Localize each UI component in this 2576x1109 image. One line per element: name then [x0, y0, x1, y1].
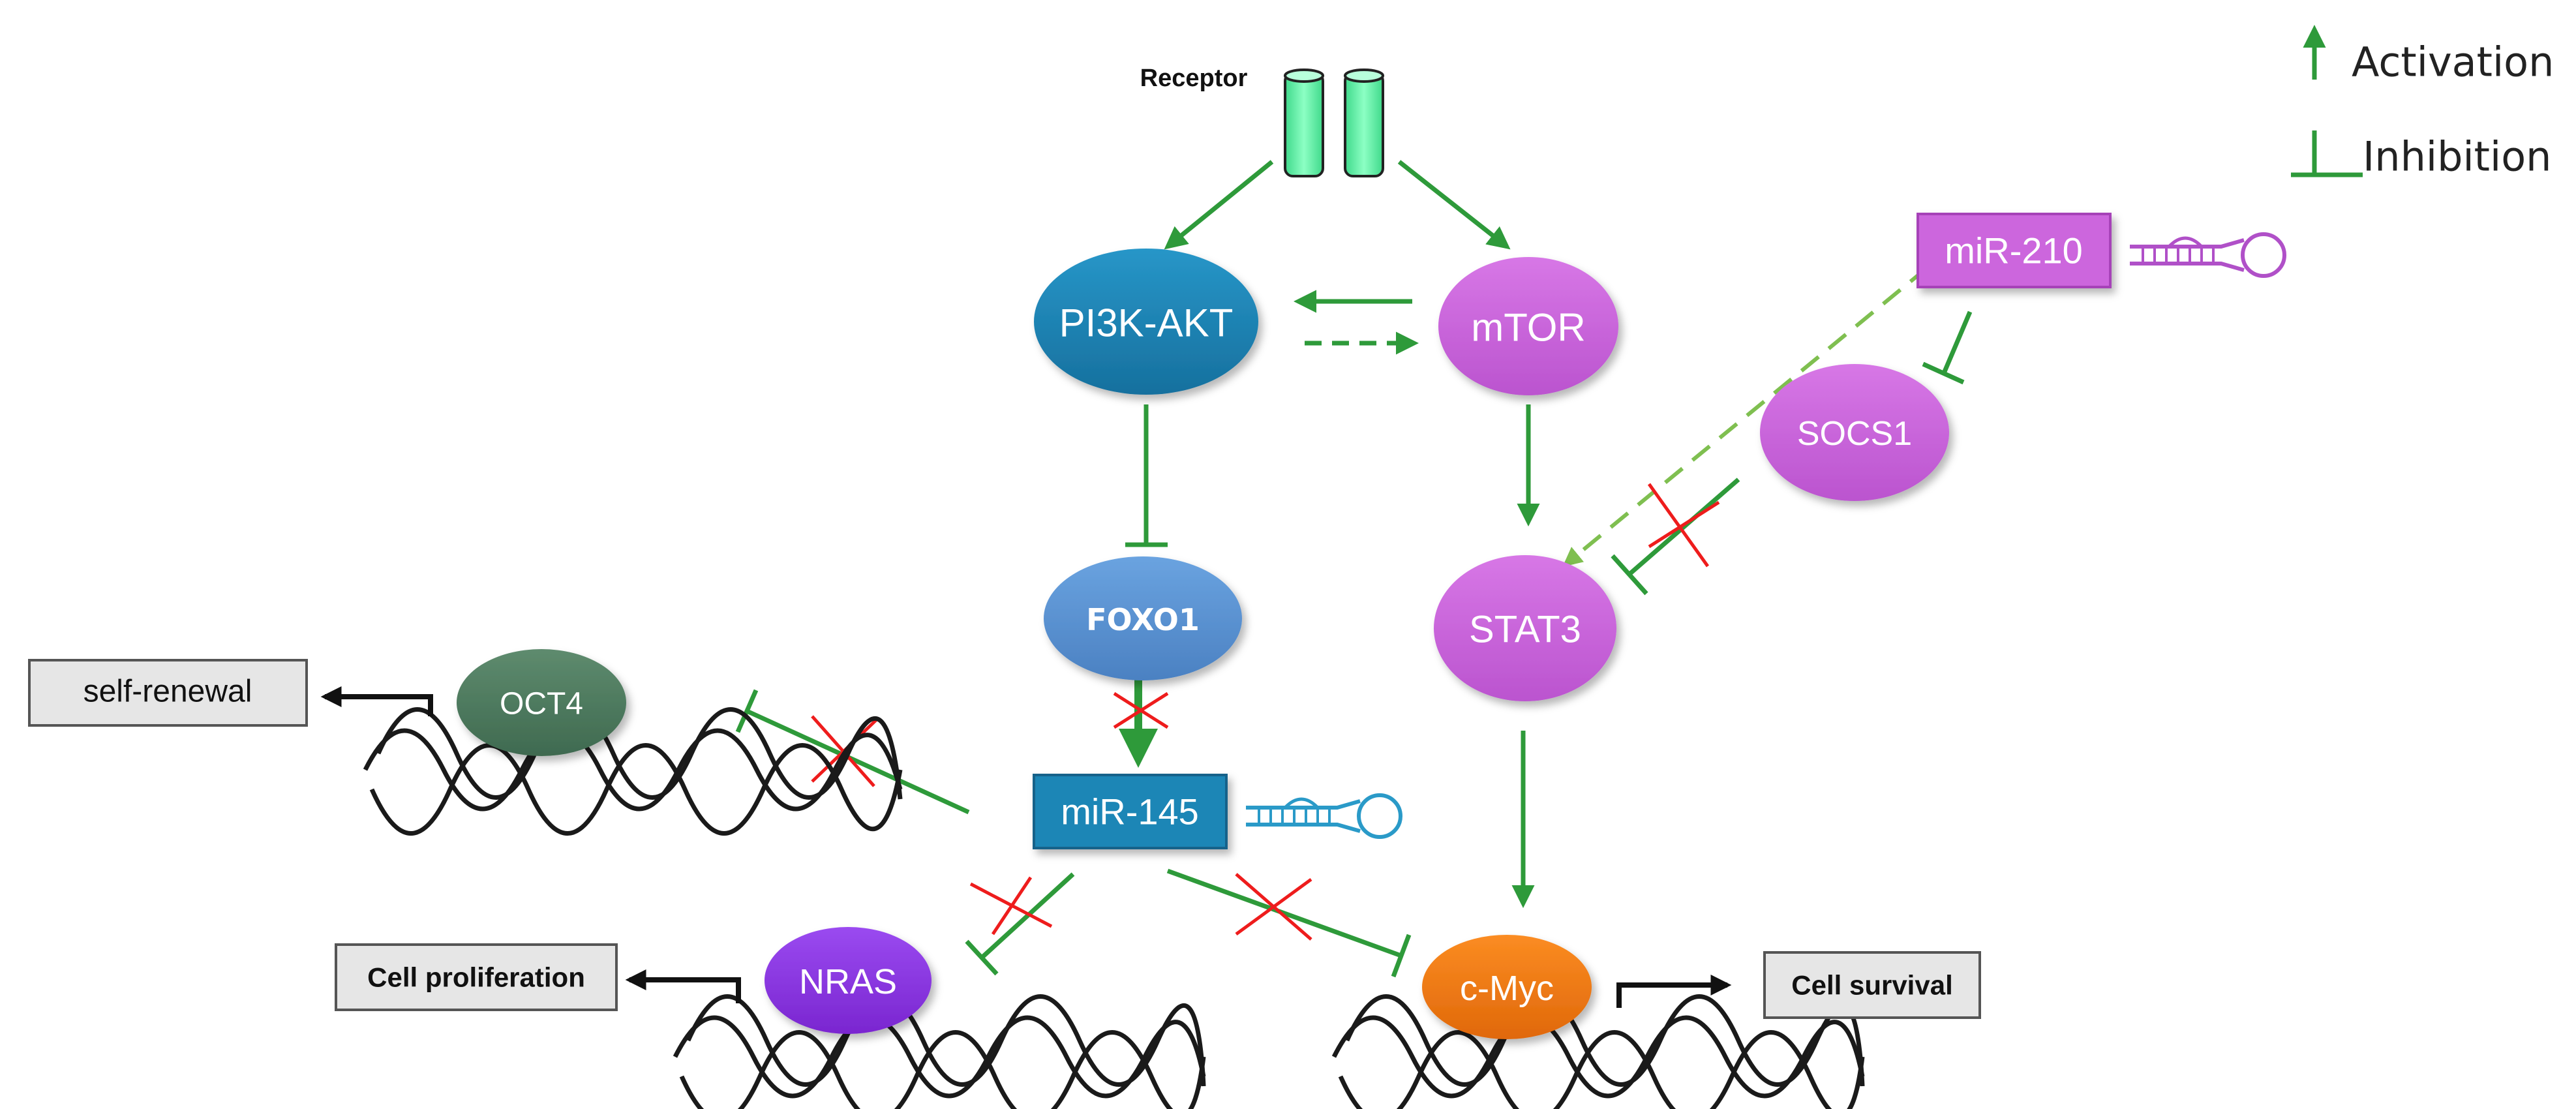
node-foxo1: FOXO1 — [1044, 556, 1242, 680]
node-foxo1-label: FOXO1 — [1086, 602, 1200, 637]
legend-activation-label: Activation — [2352, 38, 2554, 86]
edge-mir145-nras-bar — [965, 939, 999, 976]
outcome-cell-survival: Cell survival — [1763, 951, 1981, 1019]
edge-receptor-pi3k — [1164, 160, 1274, 250]
edge-socs1-stat3-bar — [1611, 554, 1648, 596]
edge-mir210-stat3-dashed — [1562, 266, 1929, 567]
edge-mir145-nras — [980, 872, 1075, 960]
node-socs1-label: SOCS1 — [1797, 415, 1912, 453]
outcome-cell-proliferation: Cell proliferation — [335, 943, 618, 1011]
receptor-icon — [1284, 68, 1384, 177]
node-oct4: OCT4 — [457, 649, 626, 756]
arrow-nras-proliferation — [625, 969, 741, 1003]
node-nras: NRAS — [765, 927, 932, 1034]
node-c-myc: c-Myc — [1422, 935, 1592, 1039]
node-socs1: SOCS1 — [1760, 364, 1949, 501]
dna-helix-nras — [673, 994, 1206, 1109]
block-marks — [811, 483, 1720, 941]
outcome-self-renewal: self-renewal — [28, 659, 308, 727]
node-mir210-label: miR-210 — [1945, 230, 2083, 271]
outcome-self-renewal-label: self-renewal — [83, 675, 252, 709]
edge-mir210-socs1-bar — [1922, 361, 1965, 385]
node-mir210: miR-210 — [1917, 213, 2112, 288]
node-pi3k-akt-label: PI3K-AKT — [1059, 301, 1234, 345]
edge-mir145-cmyc-bar — [1391, 934, 1412, 978]
node-c-myc-label: c-Myc — [1460, 969, 1554, 1008]
node-mir145-label: miR-145 — [1061, 791, 1199, 832]
edge-mir145-cmyc — [1166, 868, 1402, 958]
node-mir145: miR-145 — [1033, 774, 1228, 849]
outcome-arrows — [320, 686, 1732, 1008]
receptor-label: Receptor — [1140, 65, 1248, 92]
block-x-socs1-stat3 — [1647, 483, 1720, 568]
legend-inhibition-label: Inhibition — [2363, 133, 2551, 181]
edge-mir145-oct4-bar — [735, 689, 759, 733]
receptor: Receptor — [1140, 65, 1384, 177]
block-x-foxo1-mir145 — [1113, 691, 1169, 729]
node-stat3: STAT3 — [1434, 555, 1616, 701]
outcome-cell-survival-label: Cell survival — [1791, 970, 1952, 1001]
dna-helix-oct4 — [363, 707, 903, 836]
node-nras-label: NRAS — [799, 962, 897, 1001]
legend-inhibition-icon — [2291, 130, 2363, 177]
legend: Activation Inhibition — [2291, 25, 2554, 181]
block-x-mir145-cmyc — [1235, 873, 1312, 941]
node-pi3k-akt: PI3K-AKT — [1034, 249, 1258, 395]
mirna-hairpin-icon — [2130, 232, 2286, 278]
arrow-oct4-selfrenewal — [320, 686, 433, 716]
dna-helix-cmyc — [1331, 994, 1865, 1109]
edge-receptor-mtor — [1397, 160, 1511, 250]
edges — [735, 160, 1973, 978]
node-mtor: mTOR — [1438, 257, 1618, 395]
block-x-mir145-nras — [969, 876, 1053, 935]
edge-mir145-oct4 — [746, 708, 970, 815]
edge-socs1-stat3 — [1628, 478, 1740, 576]
node-mtor-label: mTOR — [1471, 306, 1586, 350]
edge-mir210-socs1 — [1941, 311, 1973, 374]
arrow-cmyc-survival — [1616, 975, 1732, 1008]
node-stat3-label: STAT3 — [1469, 609, 1581, 651]
outcome-cell-proliferation-label: Cell proliferation — [367, 962, 585, 993]
mirna-hairpin-icon — [1246, 793, 1402, 839]
node-oct4-label: OCT4 — [500, 687, 583, 722]
